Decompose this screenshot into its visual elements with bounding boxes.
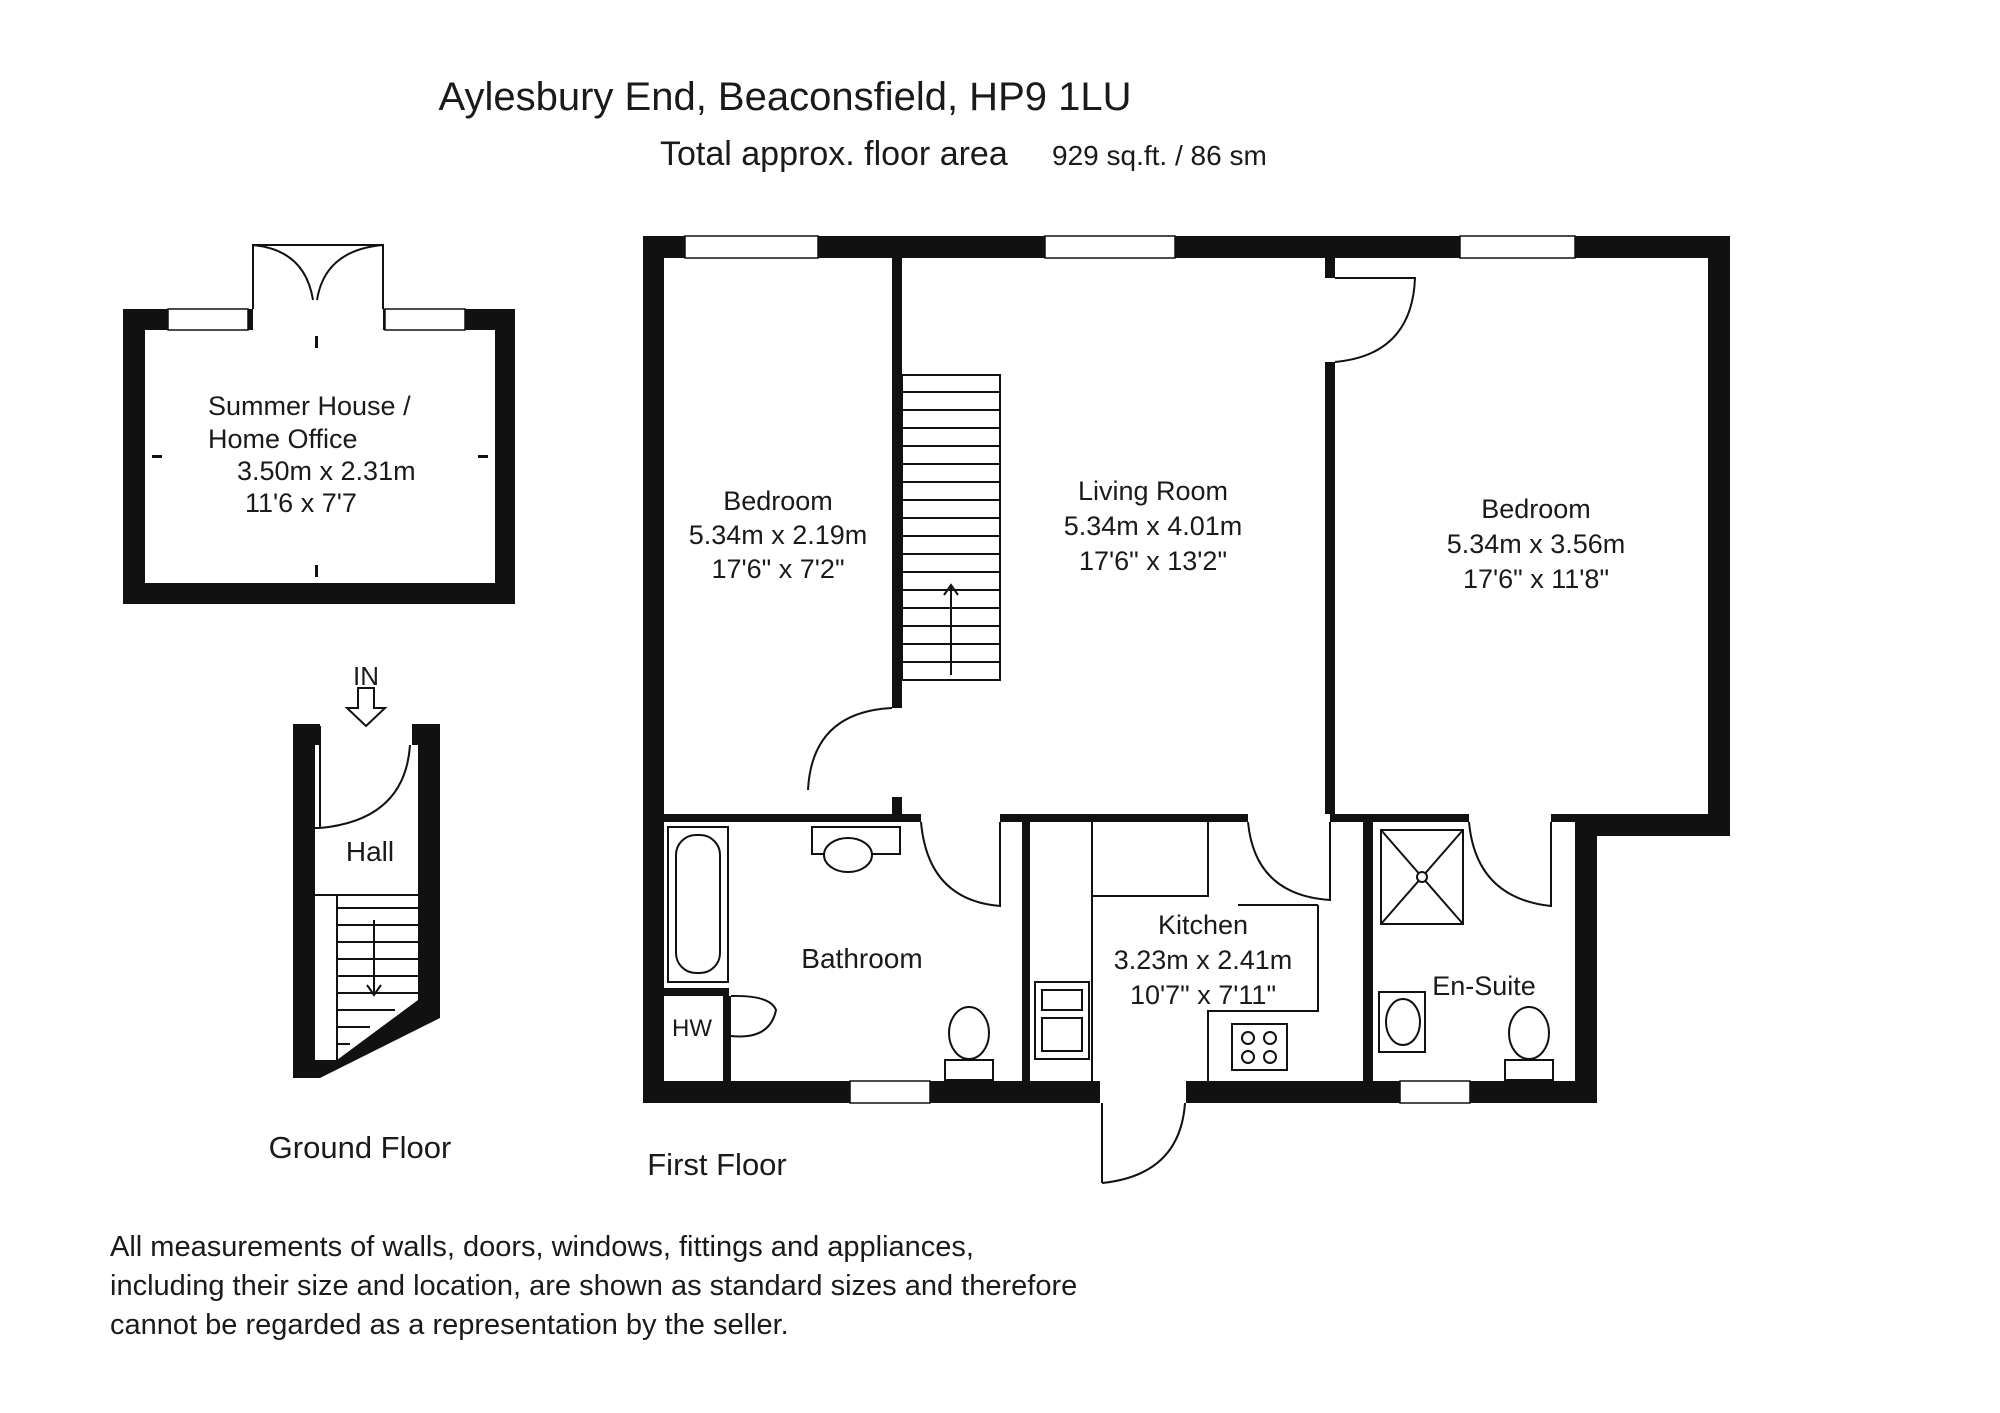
bath-tub	[667, 826, 729, 983]
bedroom-left-imperial: 17'6" x 7'2"	[711, 554, 844, 584]
stairs	[901, 374, 1001, 681]
first-floor-walls	[643, 235, 1730, 1184]
property-address: Aylesbury End, Beaconsfield, HP9 1LU	[439, 75, 1132, 119]
kitchen-name: Kitchen	[1158, 910, 1248, 940]
floor-area-label: Total approx. floor area	[660, 135, 1008, 173]
hot-water-label: HW	[672, 1015, 712, 1042]
summer-house-name-1: Summer House /	[208, 391, 411, 421]
entrance-label: IN	[353, 661, 379, 691]
disclaimer-line-2: including their size and location, are s…	[110, 1270, 1077, 1302]
basin-icon	[811, 826, 901, 873]
first-floor-label: First Floor	[647, 1147, 787, 1182]
summer-house-name-2: Home Office	[208, 424, 358, 454]
summer-house-metric: 3.50m x 2.31m	[237, 456, 416, 486]
ensuite-toilet-icon	[1504, 1006, 1554, 1081]
hall-label: Hall	[346, 836, 394, 867]
living-room-imperial: 17'6" x 13'2"	[1079, 546, 1227, 576]
ensuite-label: En-Suite	[1432, 971, 1536, 1001]
hob-icon	[1231, 1023, 1288, 1071]
bathroom-label: Bathroom	[801, 943, 922, 974]
sink-icon	[1034, 981, 1090, 1060]
summer-house	[123, 243, 515, 604]
bedroom-left-metric: 5.34m x 2.19m	[689, 520, 868, 550]
disclaimer-line-1: All measurements of walls, doors, window…	[110, 1231, 974, 1263]
kitchen-counter	[1091, 822, 1319, 1081]
kitchen-metric: 3.23m x 2.41m	[1114, 945, 1293, 975]
bedroom-right-imperial: 17'6" x 11'8"	[1463, 564, 1609, 594]
bedroom-right-name: Bedroom	[1481, 494, 1591, 524]
living-room-name: Living Room	[1078, 476, 1228, 506]
living-room-metric: 5.34m x 4.01m	[1064, 511, 1243, 541]
kitchen-imperial: 10'7" x 7'11"	[1130, 980, 1276, 1010]
ground-floor-label: Ground Floor	[269, 1130, 452, 1165]
shower-tray	[1380, 829, 1464, 925]
summer-house-imperial: 11'6 x 7'7	[245, 488, 357, 518]
bedroom-right-metric: 5.34m x 3.56m	[1447, 529, 1626, 559]
ensuite-basin-icon	[1378, 991, 1426, 1053]
door-swings	[730, 277, 1552, 1038]
bedroom-left-name: Bedroom	[723, 486, 833, 516]
hall	[293, 720, 440, 1078]
floor-area-value: 929 sq.ft. / 86 sm	[1052, 140, 1267, 171]
toilet-icon	[944, 1006, 994, 1081]
entrance-arrow-icon	[344, 687, 388, 728]
disclaimer-line-3: cannot be regarded as a representation b…	[110, 1309, 789, 1341]
